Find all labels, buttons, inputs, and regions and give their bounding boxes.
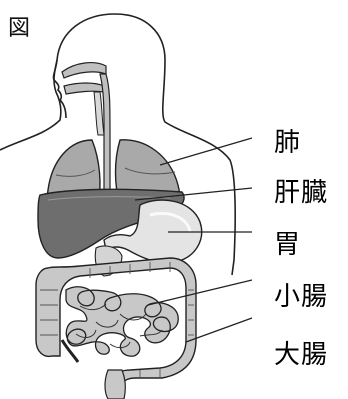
label-large-intestine: 大腸	[274, 334, 328, 371]
label-lung: 肺	[274, 122, 301, 159]
leader-line-small-intestine	[148, 280, 252, 305]
label-small-intestine: 小腸	[274, 276, 328, 313]
nasal-cavity	[62, 63, 106, 78]
label-stomach: 胃	[274, 224, 301, 261]
rectum	[105, 370, 125, 399]
label-liver: 肝臓	[274, 172, 328, 209]
figure-label: 図	[8, 10, 30, 42]
trachea	[94, 92, 104, 135]
small-intestine	[66, 287, 178, 356]
